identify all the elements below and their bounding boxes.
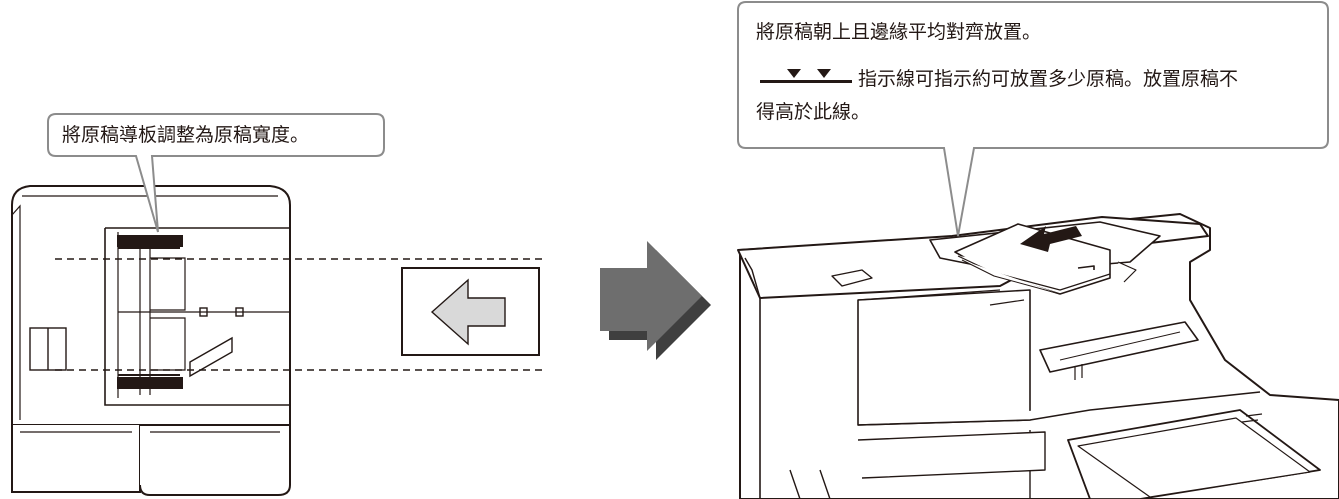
right-arrow-icon bbox=[600, 241, 711, 360]
right-callout-line2: 指示線可指示約可放置多少原稿。放置原稿不 bbox=[858, 68, 1239, 90]
left-arrow-icon bbox=[430, 278, 506, 346]
left-callout-bubble bbox=[47, 113, 385, 233]
feed-direction-arrow bbox=[1020, 226, 1082, 252]
feeder-top-view bbox=[11, 185, 291, 496]
guide-dashed-lines bbox=[55, 258, 545, 371]
right-callout-bubble bbox=[737, 1, 1329, 237]
indicator-line-icon bbox=[760, 69, 852, 83]
copier-perspective bbox=[737, 213, 1339, 499]
right-callout-line3: 得高於此線。 bbox=[756, 101, 871, 123]
left-callout-text: 將原稿導板調整為原稿寬度。 bbox=[62, 124, 310, 146]
right-callout-line1: 將原稿朝上且邊緣平均對齊放置。 bbox=[756, 21, 1042, 43]
